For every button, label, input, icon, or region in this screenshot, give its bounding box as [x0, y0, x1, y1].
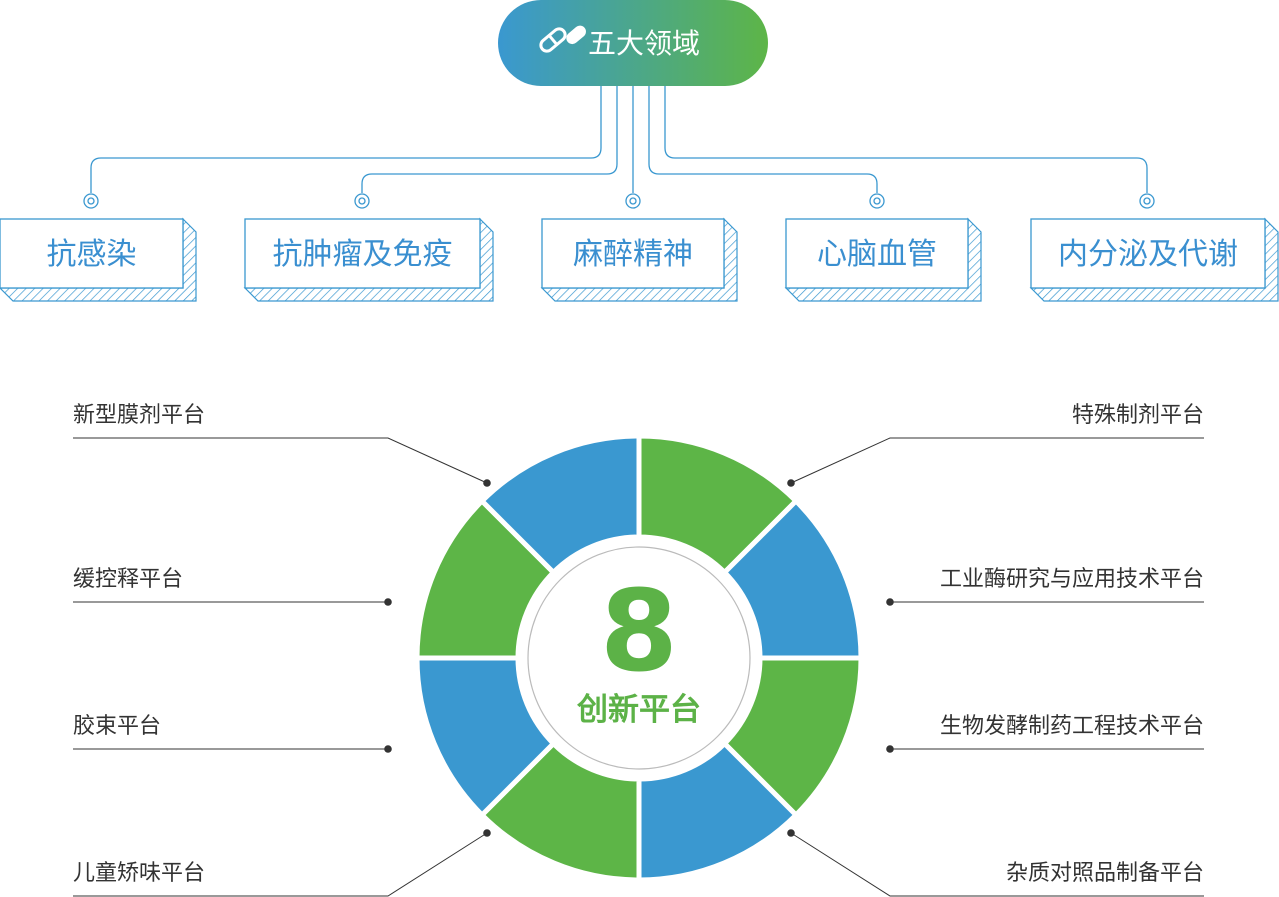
domain-box: 麻醉精神 [540, 217, 738, 302]
ring-segment [478, 433, 642, 576]
platform-left: 儿童矫味平台 [73, 829, 491, 897]
platform-right: 生物发酵制药工程技术平台 [886, 714, 1204, 753]
platform-right: 特殊制剂平台 [787, 403, 1204, 487]
platform-label: 工业酶研究与应用技术平台 [940, 567, 1204, 592]
platform-label: 儿童矫味平台 [73, 861, 205, 886]
platform-label: 特殊制剂平台 [1072, 403, 1204, 428]
title-pill: 五大领域 [498, 0, 768, 86]
domain-label: 心脑血管 [817, 237, 937, 272]
domain-label: 麻醉精神 [573, 237, 693, 272]
domain-label: 抗感染 [47, 237, 137, 272]
platform-label: 生物发酵制药工程技术平台 [940, 714, 1204, 739]
domain-label: 内分泌及代谢 [1058, 237, 1238, 272]
center-circle: 8 创新平台 [527, 546, 751, 770]
platform-left: 缓控释平台 [73, 567, 392, 606]
title-text: 五大领域 [588, 27, 700, 60]
domain-box: 抗肿瘤及免疫 [243, 217, 494, 302]
platform-label: 缓控释平台 [73, 567, 183, 592]
connector-lines [90, 86, 1148, 193]
platform-label: 新型膜剂平台 [73, 403, 205, 428]
center-label: 创新平台 [576, 692, 701, 728]
domain-box: 抗感染 [0, 217, 197, 302]
capsule-icon [539, 27, 567, 53]
platform-label: 杂质对照品制备平台 [1006, 861, 1204, 886]
platform-right: 工业酶研究与应用技术平台 [886, 567, 1204, 606]
connector-dots [83, 193, 1155, 209]
platform-label: 胶束平台 [73, 714, 161, 739]
domain-box: 内分泌及代谢 [1029, 217, 1279, 302]
center-number: 8 [600, 567, 678, 697]
platform-ring [414, 433, 864, 883]
platform-left: 新型膜剂平台 [73, 403, 491, 487]
domain-box: 心脑血管 [784, 217, 982, 302]
platform-left: 胶束平台 [73, 714, 392, 753]
domain-label: 抗肿瘤及免疫 [273, 237, 453, 272]
platform-right: 杂质对照品制备平台 [787, 829, 1204, 897]
